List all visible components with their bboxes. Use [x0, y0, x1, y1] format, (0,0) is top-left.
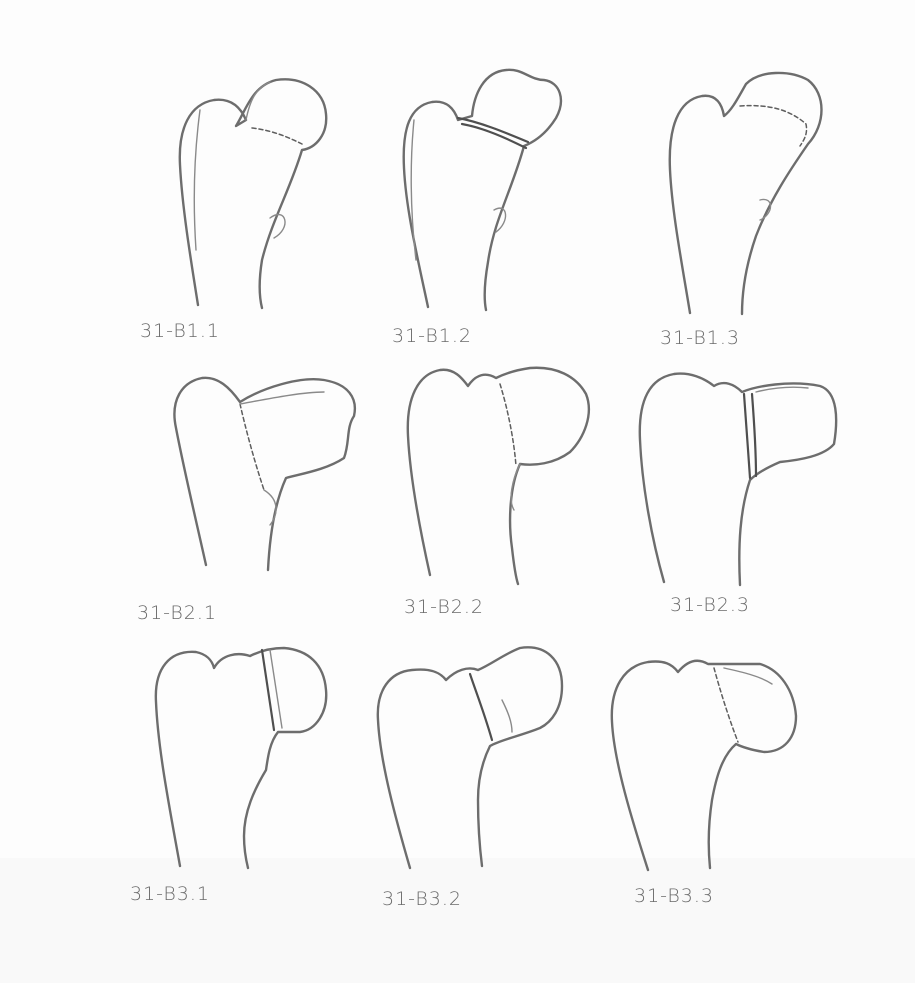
fracture-label-b1-3: 31-B1.3	[660, 327, 740, 349]
femur-sketch-b3-2	[378, 647, 562, 868]
femur-sketch-b1-1	[180, 79, 326, 308]
fracture-label-b2-2: 31-B2.2	[404, 596, 484, 618]
fracture-label-b3-1: 31-B3.1	[130, 883, 210, 905]
fracture-label-b2-3: 31-B2.3	[670, 594, 750, 616]
femur-sketch-b2-3	[640, 374, 836, 585]
fracture-label-b2-1: 31-B2.1	[137, 602, 217, 624]
femur-sketch-b2-2	[408, 368, 589, 584]
fracture-label-b1-2: 31-B1.2	[392, 325, 472, 347]
femur-sketch-b3-1	[156, 648, 326, 868]
fracture-label-b1-1: 31-B1.1	[140, 320, 220, 342]
femur-sketch-b2-1	[174, 378, 354, 570]
fracture-label-b3-2: 31-B3.2	[382, 888, 462, 910]
femur-sketch-b1-2	[404, 70, 561, 310]
femur-sketch-b1-3	[670, 73, 822, 314]
fracture-label-b3-3: 31-B3.3	[634, 885, 714, 907]
femur-sketch-b3-3	[612, 661, 796, 870]
